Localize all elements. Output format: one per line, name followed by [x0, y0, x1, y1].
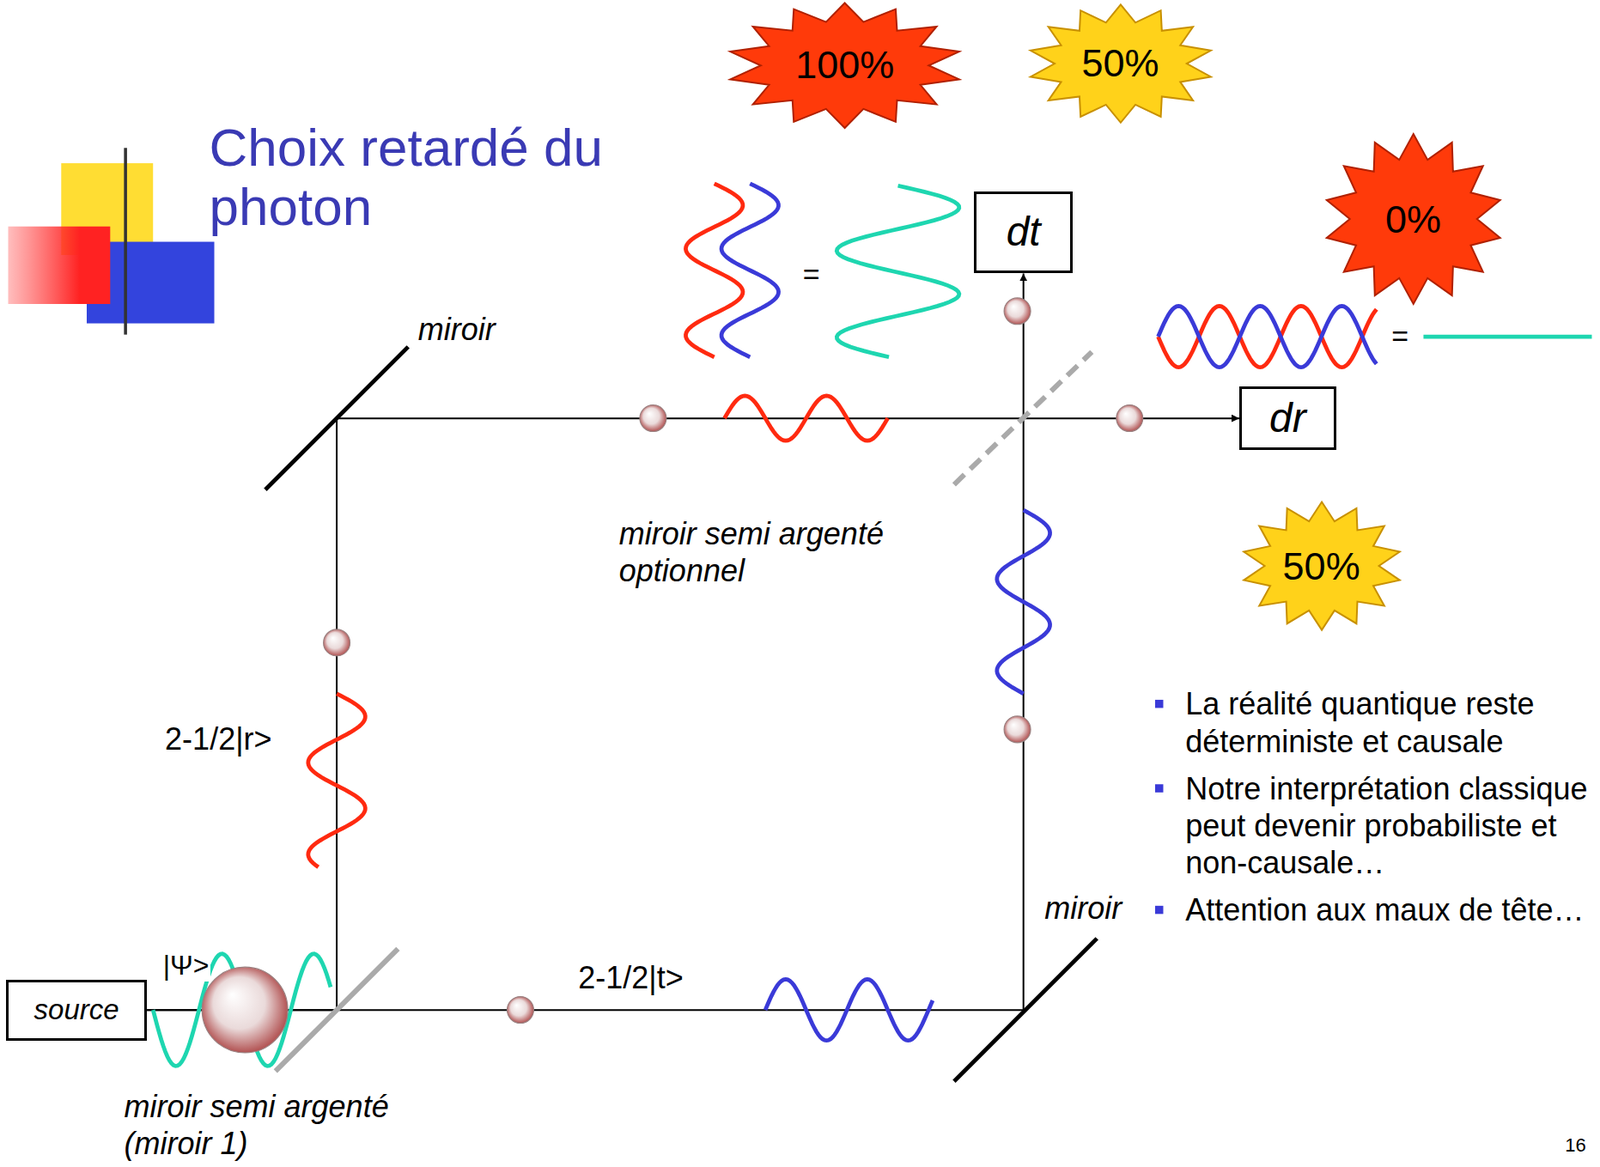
bullet-text: Attention aux maux de tête…	[1183, 891, 1600, 929]
page-number: 16	[1563, 1134, 1588, 1157]
light-beam	[146, 418, 1240, 1010]
title-rule	[66, 288, 1600, 294]
beam-splitter	[275, 949, 399, 1072]
photon	[1116, 405, 1144, 432]
photon	[1003, 716, 1031, 743]
bullet-marker	[1155, 906, 1164, 915]
bullets	[1155, 699, 1164, 914]
detector-box: dr	[1239, 386, 1337, 451]
mirror	[265, 346, 408, 490]
photon	[201, 967, 288, 1053]
bullet-marker	[1155, 699, 1164, 709]
bullet-text: La réalité quantique reste déterministe …	[1183, 685, 1600, 760]
percentage: 50%	[1283, 545, 1361, 589]
wave	[836, 185, 960, 358]
photon	[639, 405, 667, 432]
mirror	[954, 938, 1097, 1082]
detector-box: dt	[973, 191, 1073, 274]
wave	[308, 693, 366, 868]
photons	[201, 298, 1143, 1053]
light-beam	[146, 273, 1024, 1010]
bullet-marker	[1155, 784, 1164, 793]
wave	[685, 183, 743, 358]
mirror-label: miroir semi argenté (miroir 1)	[122, 1088, 463, 1162]
amplitude-label: 2-1/2|t>	[576, 959, 685, 997]
flat-wave	[1423, 334, 1592, 340]
photon	[1003, 298, 1031, 325]
photon	[507, 997, 535, 1024]
wave	[765, 979, 933, 1041]
deco-square	[60, 163, 153, 256]
source-box: source	[6, 979, 147, 1041]
deco-square	[8, 226, 111, 305]
box-label: source	[34, 994, 120, 1026]
slide-title: Choix retardé du photon	[209, 117, 639, 238]
equals-sign: =	[1389, 318, 1411, 354]
waves	[152, 183, 1592, 1067]
deco-line	[123, 147, 128, 335]
optional-beam-splitter	[954, 352, 1092, 485]
wave	[997, 510, 1051, 694]
box-label: dr	[1269, 395, 1307, 442]
deco-square	[86, 242, 215, 324]
mirror-label: miroir	[416, 310, 498, 348]
box-label: dt	[1006, 209, 1041, 256]
amplitude-label: 2-1/2|r>	[163, 720, 274, 758]
result-starburst: 50%	[1026, 3, 1216, 124]
mirror-label: miroir	[1042, 889, 1124, 927]
wave	[1158, 305, 1377, 367]
wave	[1158, 305, 1377, 367]
wave	[724, 395, 889, 441]
result-starburst: 0%	[1322, 132, 1504, 306]
mirrors	[265, 346, 1097, 1082]
bullet-text: Notre interprétation classique peut deve…	[1183, 770, 1600, 883]
state-label: |Ψ>	[161, 949, 212, 982]
percentage: 50%	[1082, 42, 1160, 86]
percentage: 100%	[795, 43, 895, 87]
result-starburst: 100%	[724, 1, 965, 130]
mirror-label: miroir semi argenté optionnel	[617, 515, 968, 590]
wave	[721, 183, 779, 358]
result-starburst: 50%	[1240, 500, 1404, 632]
equals-sign: =	[801, 256, 822, 293]
percentage: 0%	[1385, 198, 1442, 242]
photon	[323, 629, 351, 657]
